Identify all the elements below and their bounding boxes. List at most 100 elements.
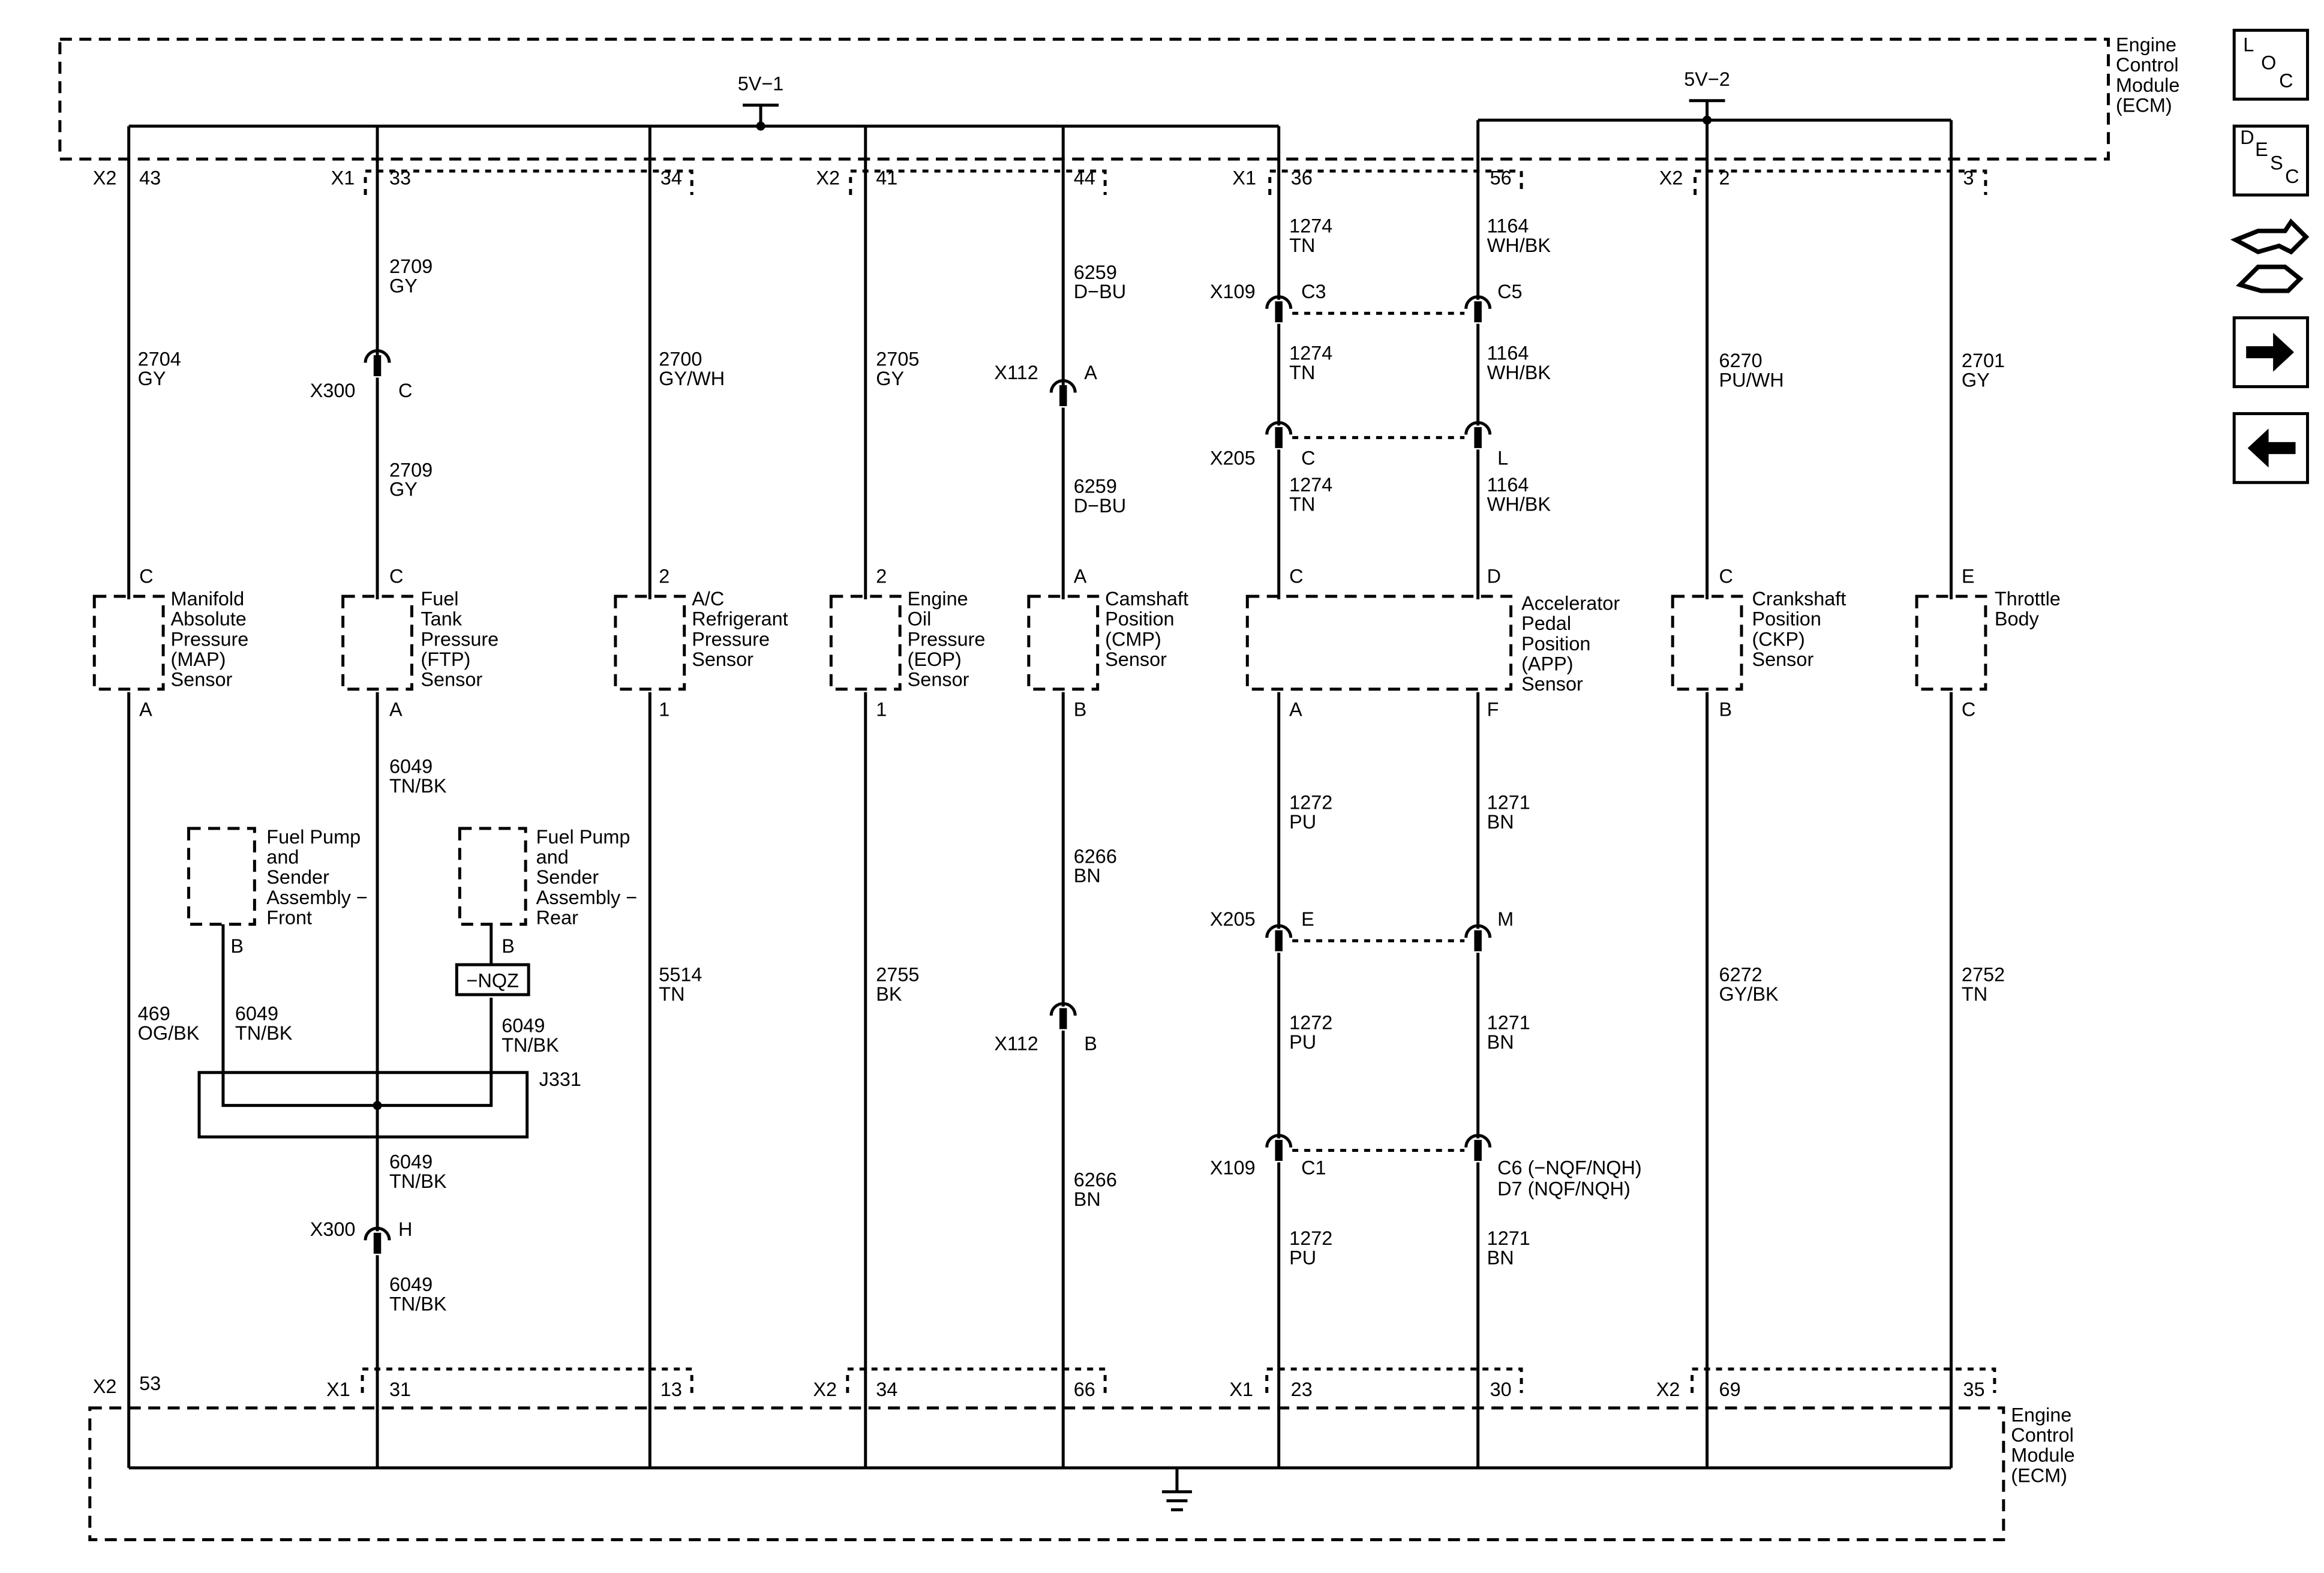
- pin-letter: B: [1719, 699, 1733, 721]
- connector-bracket: [364, 169, 693, 196]
- ckp-sensor-label: Sensor: [1752, 649, 1813, 670]
- next-arrow-shape[interactable]: [2246, 332, 2295, 372]
- previous-arrow-shape[interactable]: [2247, 428, 2296, 468]
- desc-letter[interactable]: E: [2255, 139, 2268, 160]
- tb-sensor-box: [1915, 595, 1987, 691]
- connector-icon-bottom[interactable]: [2236, 265, 2304, 293]
- pin-number: 44: [1074, 167, 1095, 189]
- x112-pin-a: A: [1084, 362, 1097, 383]
- wire-color: BN: [1487, 811, 1514, 833]
- eop-sensor-label: Sensor: [908, 669, 969, 691]
- desc-letter[interactable]: C: [2285, 166, 2299, 187]
- pin-number: 43: [139, 167, 161, 189]
- x109-label: X109: [1210, 1157, 1256, 1178]
- circuit-number: 1274: [1289, 474, 1332, 496]
- wire-color: TN: [1289, 235, 1315, 256]
- connector-group-label: X1: [331, 167, 355, 189]
- splice-wires: [221, 944, 493, 1107]
- pin-letter: A: [1289, 699, 1302, 721]
- next-arrow-icon[interactable]: [2232, 316, 2310, 389]
- map-sensor-label: (MAP): [171, 649, 226, 670]
- circuit-number: 1164: [1487, 215, 1529, 236]
- loc-letter[interactable]: C: [2279, 70, 2293, 91]
- wire-color: TN: [1962, 983, 1987, 1005]
- x205-pin-m: M: [1497, 908, 1514, 930]
- map-sensor-box: [92, 595, 165, 691]
- x205-pin-l: L: [1497, 447, 1508, 469]
- acr-sensor-label: A/C: [692, 588, 724, 610]
- x205-l-connector: [1464, 421, 1492, 448]
- ecm-bottom-label: Control: [2011, 1424, 2074, 1446]
- x109-pin-c5: C5: [1497, 281, 1522, 302]
- loc-letter[interactable]: L: [2243, 34, 2254, 55]
- wire-color: D−BU: [1074, 495, 1126, 517]
- circuit-number: 6049: [502, 1014, 545, 1036]
- x112-pin-b: B: [1084, 1032, 1097, 1054]
- pin-letter: B: [502, 935, 515, 957]
- fuel-pump-rear-box: [458, 827, 527, 926]
- fuel-pump-rear-label: Rear: [536, 907, 579, 929]
- circuit-number: 2704: [138, 349, 181, 370]
- wire-color: GY/BK: [1719, 983, 1779, 1005]
- location-icon[interactable]: LOC: [2232, 28, 2310, 101]
- map-sensor-label: Manifold: [171, 588, 245, 610]
- pin-letter: C: [1719, 566, 1733, 587]
- connector-icon-top[interactable]: [2230, 218, 2310, 255]
- location-icon-frame[interactable]: [2232, 28, 2310, 101]
- ecm-bottom-outline: [88, 1406, 2005, 1542]
- ecm-bottom-label: (ECM): [2011, 1464, 2067, 1486]
- circuit-number: 6270: [1719, 350, 1762, 371]
- x205-label: X205: [1210, 908, 1256, 930]
- wire-color: WH/BK: [1487, 235, 1551, 256]
- pin-number: 30: [1490, 1379, 1512, 1400]
- circuit-number: 6049: [389, 1151, 433, 1173]
- x205-pin-e: E: [1301, 908, 1314, 930]
- x112-b-connector: [1049, 1002, 1077, 1029]
- loc-letter[interactable]: O: [2261, 52, 2276, 73]
- connector-icon[interactable]: [2230, 218, 2310, 293]
- cmp-sensor-box: [1027, 595, 1100, 691]
- wire-color: TN: [1289, 362, 1315, 383]
- pin-number: 2: [1719, 167, 1730, 189]
- nqz-option-box: [455, 963, 530, 996]
- fuel-pump-rear-label: and: [536, 846, 569, 868]
- wire-color: WH/BK: [1487, 494, 1551, 515]
- j331-label: J331: [539, 1068, 581, 1090]
- x109-label: X109: [1210, 281, 1256, 302]
- x205-e-connector: [1265, 924, 1293, 951]
- ecm-bottom-label: Module: [2011, 1445, 2074, 1466]
- circuit-number: 1274: [1289, 343, 1332, 364]
- cmp-sensor-label: Position: [1105, 608, 1174, 630]
- fuel-pump-front-label: Front: [266, 907, 312, 929]
- 5v2-label: 5V−2: [1684, 68, 1730, 90]
- connector-group-label: X1: [326, 1379, 350, 1400]
- wire-color: PU: [1289, 811, 1316, 833]
- desc-letter[interactable]: S: [2270, 152, 2283, 174]
- 5v1-node: [756, 121, 765, 131]
- connector-bracket: [1694, 169, 1987, 196]
- circuit-number: 6049: [389, 1274, 433, 1295]
- pin-letter: D: [1487, 566, 1501, 587]
- ckp-sensor-label: (CKP): [1752, 628, 1804, 650]
- acr-sensor-box: [614, 595, 686, 691]
- description-icon-frame[interactable]: [2232, 124, 2310, 197]
- x205-m-connector: [1464, 924, 1492, 951]
- desc-letter[interactable]: D: [2240, 127, 2254, 148]
- ecm-top-outline: [58, 37, 2110, 161]
- x205-label: X205: [1210, 447, 1256, 469]
- previous-arrow-icon[interactable]: [2232, 412, 2310, 484]
- circuit-number: 1272: [1289, 1011, 1332, 1033]
- wire-color: TN/BK: [502, 1034, 559, 1056]
- nqz-option-label: −NQZ: [467, 969, 519, 991]
- wire-color: PU/WH: [1719, 370, 1784, 391]
- circuit-number: 6259: [1074, 476, 1117, 497]
- pin-number: 34: [660, 167, 682, 189]
- circuit-number: 1274: [1289, 215, 1332, 236]
- pin-number: 69: [1719, 1379, 1741, 1400]
- circuit-number: 6049: [235, 1002, 278, 1024]
- fuel-pump-front-label: and: [266, 846, 299, 868]
- pin-letter: F: [1487, 699, 1499, 721]
- pin-number: 13: [660, 1379, 682, 1400]
